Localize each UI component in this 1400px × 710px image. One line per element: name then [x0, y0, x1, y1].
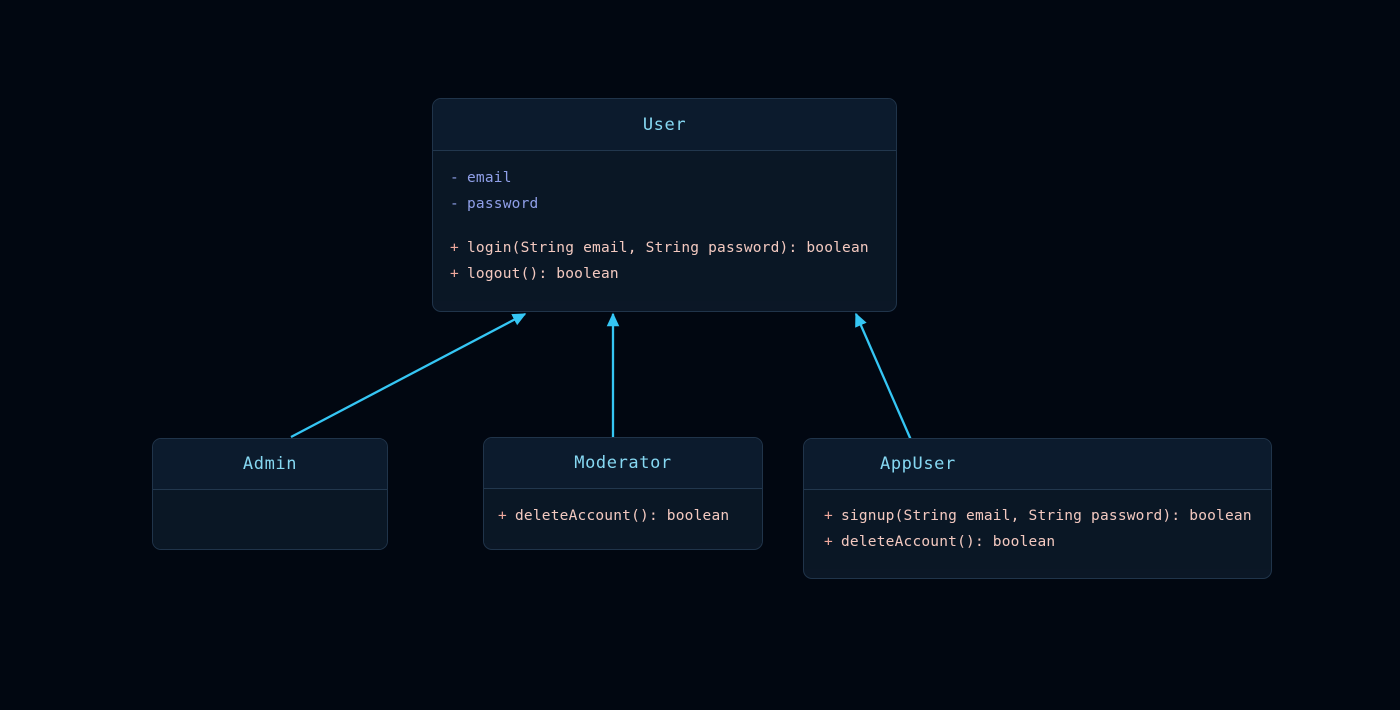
member-text: deleteAccount(): boolean [841, 534, 1056, 550]
uml-class-appuser[interactable]: AppUser + signup(String email, String pas… [803, 438, 1272, 579]
member-separator [450, 217, 880, 235]
member-text: signup(String email, String password): b… [841, 508, 1252, 524]
class-method: + deleteAccount(): boolean [498, 503, 746, 529]
class-header-moderator: Moderator [484, 438, 762, 489]
class-title-moderator: Moderator [574, 453, 672, 473]
uml-class-user[interactable]: User -email -password + login(String emai… [432, 98, 897, 312]
class-attribute: -email [450, 165, 880, 191]
class-attribute: -password [450, 191, 880, 217]
class-body-moderator: + deleteAccount(): boolean [484, 489, 762, 543]
class-method: + deleteAccount(): boolean [824, 529, 1255, 555]
visibility-marker: + [450, 240, 459, 256]
member-text: email [467, 170, 512, 186]
edge-appuser-to-user [854, 312, 913, 441]
uml-class-moderator[interactable]: Moderator + deleteAccount(): boolean [483, 437, 763, 550]
class-header-user: User [433, 99, 896, 151]
class-method: + logout(): boolean [450, 261, 880, 287]
visibility-marker: + [824, 508, 833, 524]
class-header-appuser: AppUser [804, 439, 1271, 490]
visibility-marker: + [450, 266, 459, 282]
class-body-appuser: + signup(String email, String password): … [804, 490, 1271, 569]
uml-class-admin[interactable]: Admin [152, 438, 388, 550]
visibility-marker: - [450, 196, 459, 212]
member-text: logout(): boolean [467, 266, 619, 282]
visibility-marker: + [824, 534, 833, 550]
visibility-marker: + [498, 508, 507, 524]
class-title-appuser: AppUser [880, 454, 956, 474]
class-title-user: User [642, 114, 687, 135]
class-method: + signup(String email, String password): … [824, 503, 1255, 529]
class-header-admin: Admin [153, 439, 387, 490]
class-body-admin [153, 490, 387, 549]
class-method: + login(String email, String password): b… [450, 235, 880, 261]
member-text: deleteAccount(): boolean [515, 508, 730, 524]
visibility-marker: - [450, 170, 459, 186]
edge-admin-to-user [290, 312, 527, 439]
class-body-user: -email -password + login(String email, St… [433, 151, 896, 301]
member-text: login(String email, String password): bo… [467, 240, 869, 256]
class-title-admin: Admin [242, 454, 298, 474]
member-text: password [467, 196, 539, 212]
